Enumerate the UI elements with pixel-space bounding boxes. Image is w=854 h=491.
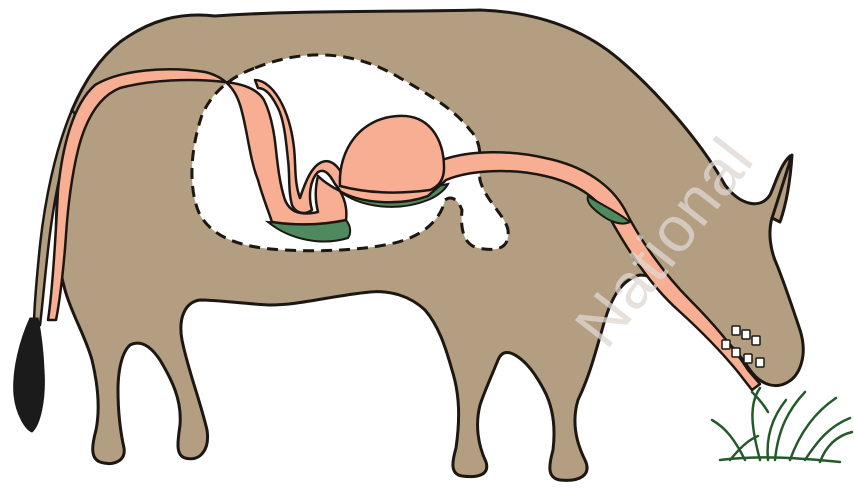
tail-tuft <box>14 318 45 432</box>
grass-tuft <box>712 388 852 462</box>
